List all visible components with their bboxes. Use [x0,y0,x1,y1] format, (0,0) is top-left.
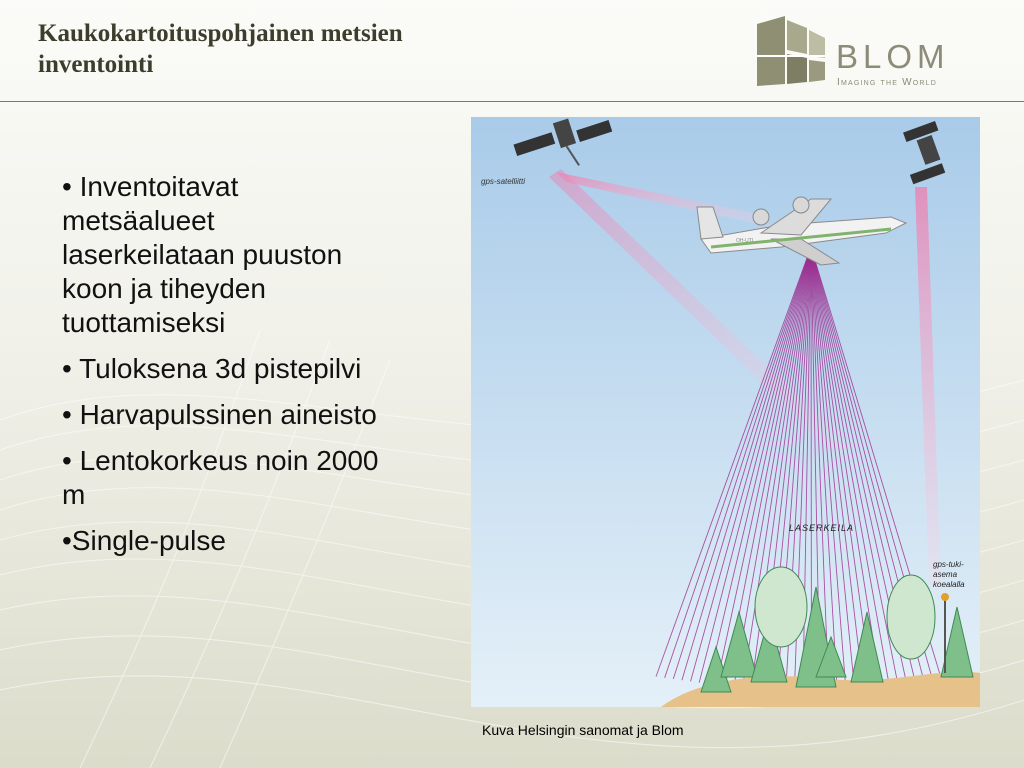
gps-beam-right [915,187,941,587]
laser-line [810,246,830,694]
forest [700,566,974,693]
laser-line [681,246,812,681]
bullet-list: • Inventoitavat metsäalueet laserkeilata… [62,170,392,570]
bullet-item: • Inventoitavat metsäalueet laserkeilata… [62,171,343,338]
gps-beam-left [556,172,771,227]
laser-line [741,246,812,689]
title-line-2: inventointi [38,51,154,78]
laser-line [810,246,890,686]
laser-line [810,246,873,688]
laser-line [690,246,812,682]
plane-registration: OH-UTI [736,238,753,244]
laser-line [672,246,812,680]
satellite-left-icon [513,118,613,166]
laser-line [698,246,812,683]
ground [661,671,980,707]
laser-line [810,246,847,692]
airplane-icon [696,196,908,266]
laser-line [733,246,812,688]
lidar-illustration: gps-satelliitti LASERKEILA gps-tuki- ase… [471,117,980,707]
label-station-line-1: gps-tuki- [933,560,964,569]
gps-station-icon [941,593,949,601]
bullet-item: • Lentokorkeus noin 2000 m [62,445,379,510]
laser-line [810,246,864,689]
logo-wordmark: BLOM [836,38,950,75]
label-station-line-3: koealalla [933,580,965,589]
bullet-item: • Harvapulssinen aineisto [62,399,377,430]
satellite-right-icon [903,121,946,185]
laser-line [810,246,838,693]
laser-line [810,246,881,687]
title-line-1: Kaukokartoituspohjainen metsien [38,20,403,47]
label-laser-beam: LASERKEILA [789,523,854,533]
laser-line [810,246,899,684]
header-divider [0,101,1024,102]
laser-line [716,246,812,686]
laser-line [664,246,812,678]
bullet-item: •Single-pulse [62,525,226,556]
label-station-line-2: asema [933,570,958,579]
bullet-item: • Tuloksena 3d pistepilvi [62,353,362,384]
laser-line [707,246,812,684]
logo-tagline: Imaging the World [837,77,938,88]
laser-line [810,246,856,690]
label-gps-satellite: gps-satelliitti [481,177,525,186]
image-caption: Kuva Helsingin sanomat ja Blom [482,722,684,738]
page-title: Kaukokartoituspohjainen metsien inventoi… [38,18,638,80]
laser-line [655,246,812,677]
blom-logo-icon [755,16,827,86]
